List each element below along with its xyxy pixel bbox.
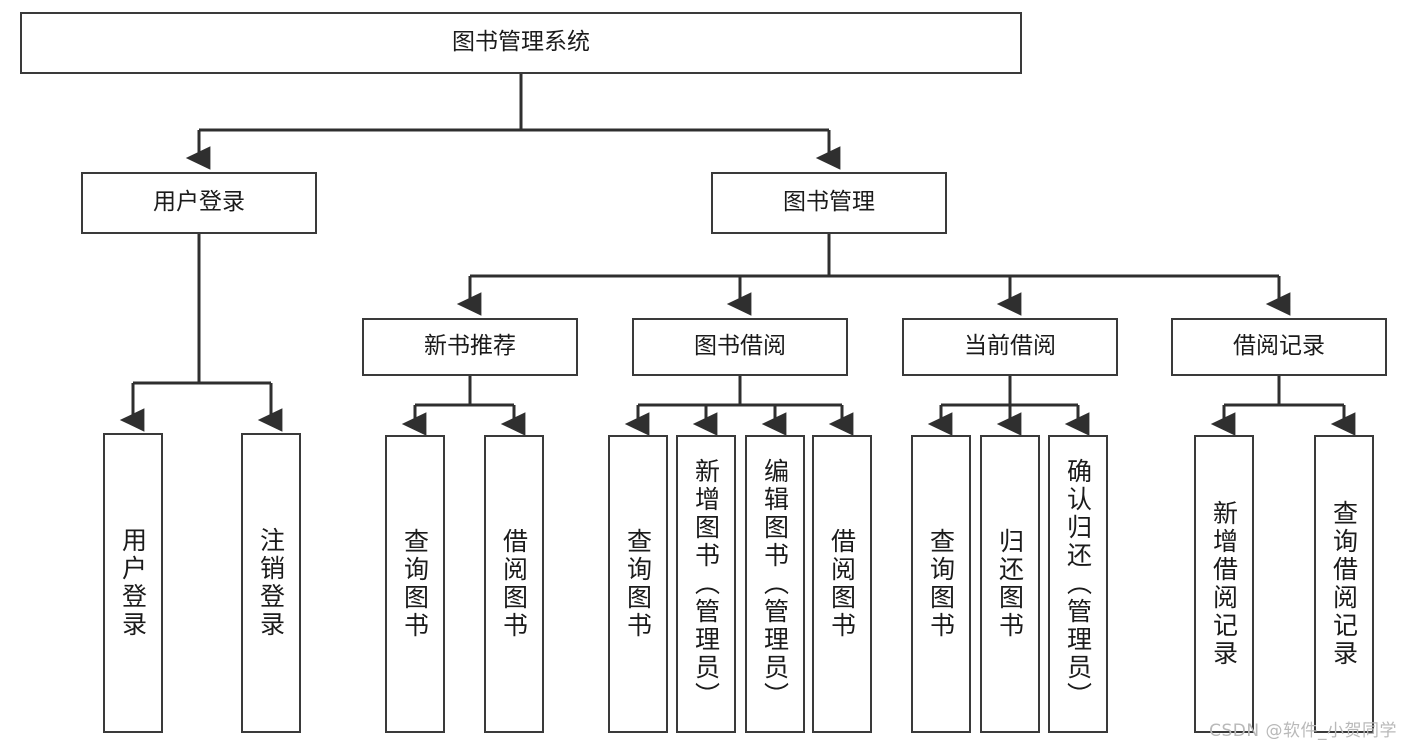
leaf-current-query-book[interactable]: 查询图书 [911, 435, 971, 733]
node-user-login-label: 用户登录 [153, 189, 245, 216]
leaf-new-book-borrow[interactable]: 借阅图书 [484, 435, 544, 733]
leaf-current-query-book-label: 查询图书 [926, 528, 956, 640]
leaf-new-book-borrow-label: 借阅图书 [499, 528, 529, 640]
node-current-borrow-label: 当前借阅 [964, 333, 1056, 360]
leaf-user-login-logout-label: 注销登录 [256, 527, 286, 639]
node-new-book-recommend-label: 新书推荐 [424, 333, 516, 360]
watermark-text: CSDN @软件_小贺同学 [1209, 721, 1397, 741]
leaf-new-book-query-label: 查询图书 [400, 528, 430, 640]
leaf-borrow-add-book[interactable]: 新增图书（管理员） [676, 435, 736, 733]
leaf-record-query-label: 查询借阅记录 [1329, 500, 1359, 668]
leaf-user-login-login[interactable]: 用户登录 [103, 433, 163, 733]
leaf-current-confirm-return-label: 确认归还（管理员） [1063, 458, 1093, 710]
node-book-management-label: 图书管理 [783, 189, 875, 216]
node-borrow-record[interactable]: 借阅记录 [1171, 318, 1387, 376]
leaf-record-add-label: 新增借阅记录 [1209, 500, 1239, 668]
node-current-borrow[interactable]: 当前借阅 [902, 318, 1118, 376]
leaf-record-query[interactable]: 查询借阅记录 [1314, 435, 1374, 733]
leaf-borrow-edit-book-label: 编辑图书（管理员） [760, 458, 790, 710]
leaf-new-book-query[interactable]: 查询图书 [385, 435, 445, 733]
node-root-label: 图书管理系统 [452, 29, 590, 56]
leaf-current-confirm-return[interactable]: 确认归还（管理员） [1048, 435, 1108, 733]
leaf-borrow-query-book[interactable]: 查询图书 [608, 435, 668, 733]
leaf-current-return-book-label: 归还图书 [995, 528, 1025, 640]
leaf-user-login-login-label: 用户登录 [118, 527, 148, 639]
node-book-borrow-label: 图书借阅 [694, 333, 786, 360]
leaf-user-login-logout[interactable]: 注销登录 [241, 433, 301, 733]
leaf-current-return-book[interactable]: 归还图书 [980, 435, 1040, 733]
leaf-borrow-add-book-label: 新增图书（管理员） [691, 458, 721, 710]
node-borrow-record-label: 借阅记录 [1233, 333, 1325, 360]
node-new-book-recommend[interactable]: 新书推荐 [362, 318, 578, 376]
node-book-management[interactable]: 图书管理 [711, 172, 947, 234]
node-root[interactable]: 图书管理系统 [20, 12, 1022, 74]
node-book-borrow[interactable]: 图书借阅 [632, 318, 848, 376]
leaf-borrow-query-book-label: 查询图书 [623, 528, 653, 640]
leaf-borrow-edit-book[interactable]: 编辑图书（管理员） [745, 435, 805, 733]
leaf-record-add[interactable]: 新增借阅记录 [1194, 435, 1254, 733]
node-user-login[interactable]: 用户登录 [81, 172, 317, 234]
leaf-borrow-borrow-book[interactable]: 借阅图书 [812, 435, 872, 733]
leaf-borrow-borrow-book-label: 借阅图书 [827, 528, 857, 640]
